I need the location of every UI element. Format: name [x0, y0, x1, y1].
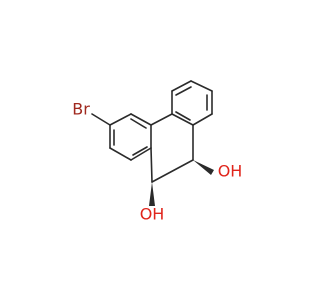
lower-benzene-ring: [109, 113, 152, 161]
hydroxyl-lower-label: OH: [140, 205, 165, 224]
bond: [130, 147, 152, 161]
bond: [150, 113, 173, 126]
bond: [190, 80, 213, 92]
wedge-bond: [149, 182, 155, 206]
bond: [171, 113, 194, 126]
bond: [150, 147, 153, 183]
double-bond-inner: [175, 111, 191, 121]
wedge-bond: [193, 160, 214, 175]
structure-diagram: Br OH OH: [72, 80, 243, 224]
bond: [130, 113, 152, 126]
upper-benzene-ring: [171, 80, 213, 126]
bond: [109, 147, 132, 161]
hydroxyl-upper-label: OH: [218, 162, 243, 181]
bond: [109, 113, 132, 126]
bromine-atom-label: Br: [72, 100, 90, 119]
double-bond-inner: [130, 118, 147, 129]
bond: [192, 113, 213, 126]
bond: [151, 159, 194, 183]
double-bond-inner: [132, 146, 148, 156]
double-bond-inner: [175, 86, 192, 96]
molecule-canvas: Br OH OH: [72, 80, 243, 224]
bond: [91, 113, 111, 126]
bond: [171, 80, 192, 92]
